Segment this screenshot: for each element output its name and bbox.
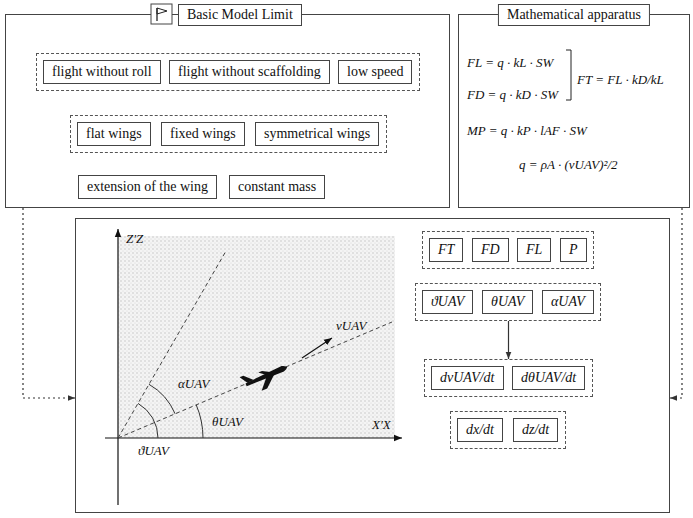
variable-box: dz/dt [513, 418, 558, 442]
z-axis [117, 229, 118, 505]
body-axis [118, 251, 226, 438]
formula-text: FT = FL · kD/kL [577, 72, 664, 88]
limit-text: symmetrical wings [264, 126, 370, 142]
flag-box [151, 4, 172, 24]
limit-item: constant mass [229, 175, 325, 199]
variable-name: αUAV [551, 294, 585, 310]
panel-heading: Mathematical apparatus [498, 4, 650, 26]
limit-text: low speed [347, 64, 403, 80]
item-group: dx/dt dz/dt [450, 411, 566, 449]
variable-name: P [569, 242, 578, 258]
formula-text: MP = q · kP · lAF · SW [467, 123, 587, 139]
axis-label: X′X [372, 417, 391, 432]
item-group: flight without roll flight without scaffo… [36, 53, 420, 91]
flow-connector [508, 321, 509, 359]
variable-box: dx/dt [457, 418, 503, 442]
formula-text: FL = q · kL · SW [467, 55, 553, 71]
variable-box: dθUAV/dt [512, 366, 585, 390]
limit-item: low speed [338, 60, 412, 84]
attack-angle-arc [149, 384, 175, 414]
variable-box: P [560, 238, 587, 262]
stipple-ground [118, 236, 395, 438]
variable-name: dz/dt [522, 422, 549, 438]
variable-box: FL [517, 238, 551, 262]
limit-item: fixed wings [161, 122, 245, 146]
angle-label: ϑUAV [138, 443, 169, 458]
item-group: dvUAV/dt dθUAV/dt [424, 359, 593, 397]
limit-item: flight without roll [43, 60, 161, 84]
flag-cloth [157, 8, 167, 14]
variable-name: dθUAV/dt [521, 370, 576, 386]
velocity-arrow [302, 338, 332, 358]
limit-text: fixed wings [170, 126, 236, 142]
variable-name: dvUAV/dt [440, 370, 495, 386]
limits-panel: Basic Model Limitflight without rollflig… [5, 14, 450, 208]
variable-name: ϑUAV [431, 294, 464, 310]
formula-text: FD = q · kD · SW [467, 87, 558, 103]
math-panel: Mathematical apparatusFL = q · kL · SWFD… [458, 14, 690, 208]
x-axis [105, 437, 402, 438]
limit-item: flight without scaffolding [169, 60, 330, 84]
variable-box: FT [429, 238, 463, 262]
item-group: ϑUAV θUAV αUAV [415, 283, 601, 321]
variable-name: θUAV [491, 294, 524, 310]
variable-name: FT [438, 242, 454, 258]
angle-label: θUAV [212, 414, 243, 429]
limit-item: flat wings [77, 122, 151, 146]
variable-box: θUAV [482, 290, 533, 314]
item-group: FT FD FL P [422, 231, 594, 269]
path-angle-arc [196, 405, 203, 438]
variable-box: ϑUAV [422, 290, 473, 314]
variable-name: dx/dt [466, 422, 494, 438]
flight-path-line [118, 322, 392, 438]
limit-text: constant mass [238, 179, 316, 195]
flow-connector [670, 208, 682, 398]
airplane-icon [240, 359, 292, 397]
limit-item: symmetrical wings [255, 122, 379, 146]
formula-bracket [566, 50, 571, 100]
item-group: flat wings fixed wings symmetrical wings [70, 115, 387, 153]
variable-box: FD [472, 238, 509, 262]
formula-text: q = ρA · (vUAV)²/2 [519, 157, 618, 173]
angle-label: αUAV [178, 376, 209, 391]
variable-box: αUAV [542, 290, 594, 314]
limit-item: extension of the wing [78, 175, 217, 199]
limit-text: flight without scaffolding [178, 64, 321, 80]
variable-box: dvUAV/dt [431, 366, 504, 390]
variable-name: FL [526, 242, 542, 258]
limit-text: flat wings [86, 126, 142, 142]
panel-heading: Basic Model Limit [178, 4, 302, 26]
variable-name: FD [481, 242, 500, 258]
axis-label: Z′Z [126, 231, 143, 246]
limit-text: extension of the wing [87, 179, 208, 195]
flow-connector [23, 208, 75, 398]
pitch-arc [138, 403, 158, 438]
model-panel: FT FD FL PϑUAV θUAV αUAV dvUAV/dt dθUAV/dt dx/dt… [75, 218, 670, 513]
limit-text: flight without roll [52, 64, 152, 80]
velocity-label: vUAV [336, 318, 366, 333]
